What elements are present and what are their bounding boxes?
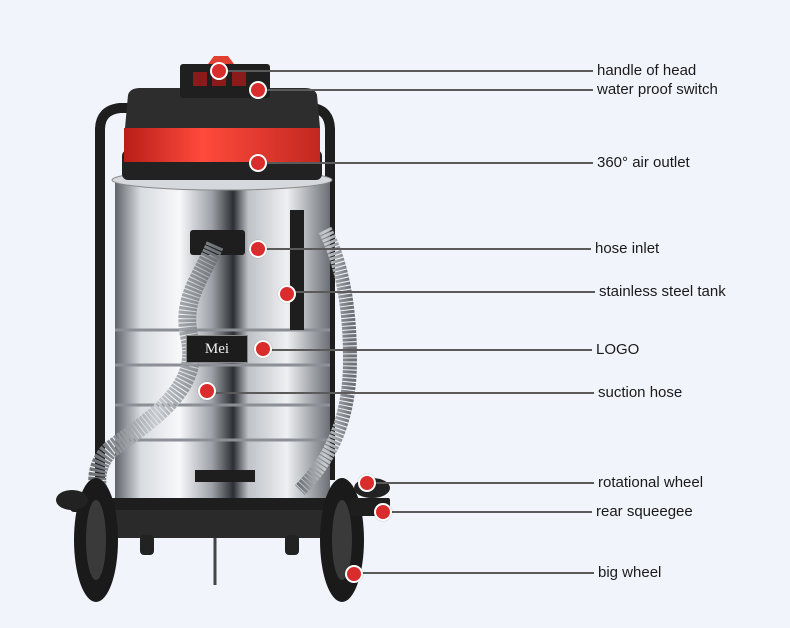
- leader-line-big-wheel: [354, 572, 594, 574]
- callout-dot-rear-squeegee: [374, 503, 392, 521]
- leader-line-logo: [263, 349, 592, 351]
- leader-line-360-air-outlet: [258, 162, 593, 164]
- motor-head: [122, 56, 322, 180]
- callout-dot-rotational-wheel: [358, 474, 376, 492]
- leader-line-handle-of-head: [219, 70, 593, 72]
- callout-label-hose-inlet: hose inlet: [595, 240, 660, 257]
- callout-label-rotational-wheel: rotational wheel: [598, 474, 704, 491]
- leader-line-stainless-steel-tank: [287, 291, 595, 293]
- callout-label-stainless-steel-tank: stainless steel tank: [599, 283, 726, 300]
- callout-dot-hose-inlet: [249, 240, 267, 258]
- callout-label-360-air-outlet: 360° air outlet: [597, 154, 690, 171]
- callout-label-handle-of-head: handle of head: [597, 62, 697, 79]
- brand-logo-plate: Mei: [186, 335, 248, 363]
- callout-dot-stainless-steel-tank: [278, 285, 296, 303]
- leader-line-rear-squeegee: [383, 511, 592, 513]
- callout-label-rear-squeegee: rear squeegee: [596, 503, 693, 520]
- leader-line-hose-inlet: [258, 248, 591, 250]
- callout-dot-suction-hose: [198, 382, 216, 400]
- stainless-steel-tank: [111, 169, 333, 498]
- leader-line-rotational-wheel: [367, 482, 594, 484]
- leader-line-suction-hose: [207, 392, 594, 394]
- chassis: [70, 498, 390, 585]
- callout-dot-water-proof-switch: [249, 81, 267, 99]
- callout-label-big-wheel: big wheel: [598, 564, 662, 581]
- callout-dot-360-air-outlet: [249, 154, 267, 172]
- callout-label-suction-hose: suction hose: [598, 384, 683, 401]
- callout-label-logo: LOGO: [596, 341, 640, 358]
- callout-label-water-proof-switch: water proof switch: [597, 81, 718, 98]
- leader-line-water-proof-switch: [258, 89, 593, 91]
- callout-dot-handle-of-head: [210, 62, 228, 80]
- callout-dot-logo: [254, 340, 272, 358]
- callout-dot-big-wheel: [345, 565, 363, 583]
